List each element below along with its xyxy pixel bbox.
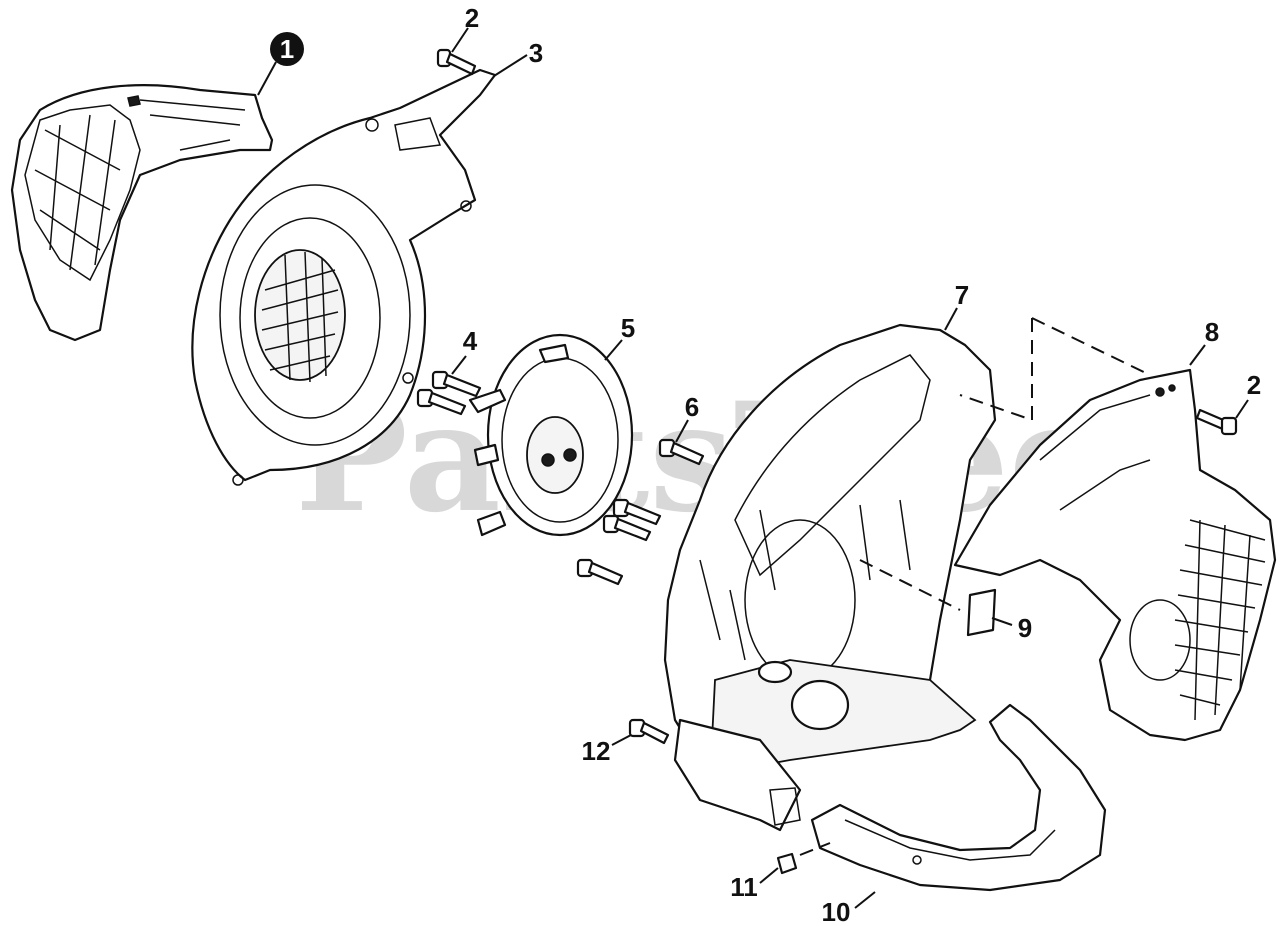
leader-2a bbox=[451, 27, 469, 53]
leader-4 bbox=[451, 355, 467, 375]
leader-1 bbox=[257, 61, 277, 96]
callout-5-label: 5 bbox=[621, 313, 635, 343]
callout-6-label: 6 bbox=[685, 392, 699, 422]
part-screws-6[interactable] bbox=[576, 438, 705, 586]
part-screw-2b[interactable] bbox=[1195, 408, 1238, 436]
callout-4-label: 4 bbox=[463, 326, 478, 356]
leader-8 bbox=[1189, 344, 1206, 366]
part-nut-11[interactable] bbox=[776, 852, 798, 875]
part-screws-4[interactable] bbox=[416, 370, 482, 416]
callout-2a-label: 2 bbox=[465, 3, 479, 33]
leader-7 bbox=[944, 307, 958, 331]
part-screw-12[interactable] bbox=[628, 718, 670, 745]
leader-11 bbox=[759, 867, 779, 884]
part-handle[interactable] bbox=[810, 703, 1107, 892]
callout-9-label: 9 bbox=[1018, 613, 1032, 643]
leader-12 bbox=[611, 734, 632, 746]
part-screw-2a[interactable] bbox=[436, 48, 477, 76]
callout-1-label: 1 bbox=[280, 34, 294, 64]
callout-1: 1 bbox=[270, 32, 304, 66]
part-engine-housing[interactable] bbox=[663, 323, 997, 832]
callout-8-label: 8 bbox=[1205, 317, 1219, 347]
part-pad-9[interactable] bbox=[966, 588, 997, 637]
callout-12-label: 12 bbox=[582, 736, 611, 766]
alignment-line-nut bbox=[799, 842, 831, 856]
alignment-line-filter bbox=[959, 317, 1151, 422]
callout-11-label: 11 bbox=[730, 872, 758, 902]
leader-5 bbox=[604, 339, 623, 361]
callout-7-label: 7 bbox=[955, 280, 969, 310]
part-fan-housing[interactable] bbox=[191, 68, 497, 486]
leader-2b bbox=[1235, 399, 1249, 419]
alignment-line-pad bbox=[859, 559, 961, 611]
leader-3 bbox=[493, 54, 528, 77]
leader-10 bbox=[854, 891, 876, 909]
leader-9 bbox=[991, 617, 1013, 626]
callout-10-label: 10 bbox=[822, 897, 851, 926]
part-fan-impeller[interactable] bbox=[468, 333, 634, 537]
leader-6 bbox=[675, 419, 689, 443]
callout-3-label: 3 bbox=[529, 38, 543, 68]
callout-2b-label: 2 bbox=[1247, 370, 1261, 400]
part-blower-tube-elbow[interactable] bbox=[10, 84, 274, 342]
part-filter-cover[interactable] bbox=[953, 368, 1277, 742]
